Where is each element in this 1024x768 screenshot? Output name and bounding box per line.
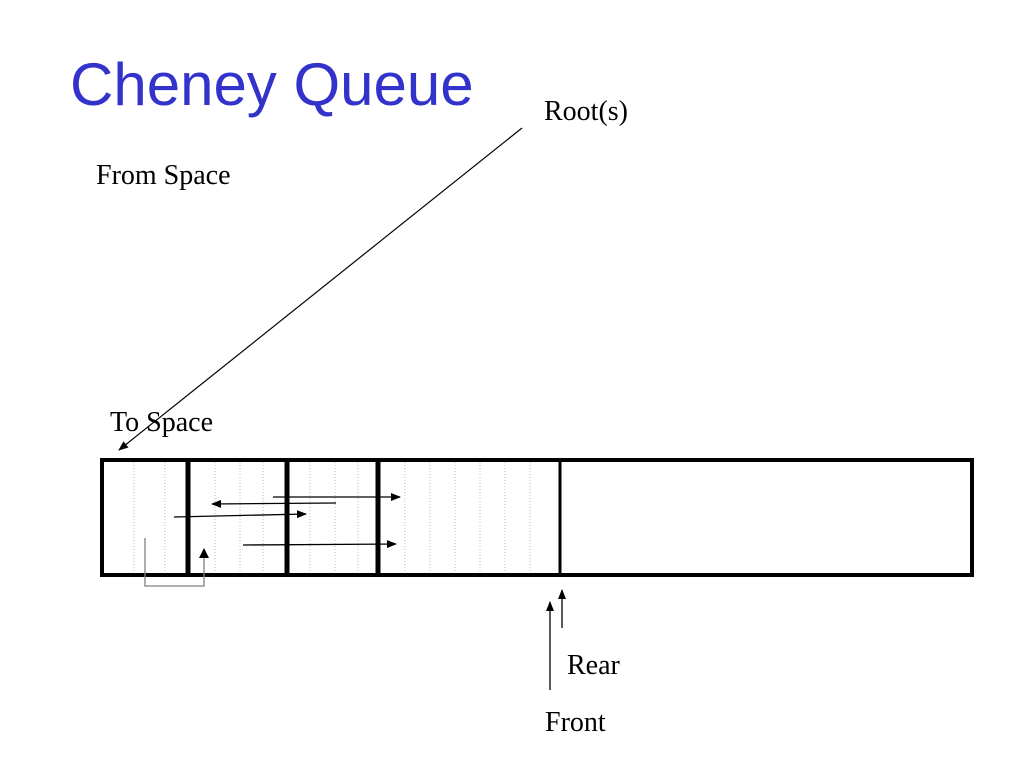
to-space-label: To Space: [110, 407, 214, 438]
bracket-arrowhead: [199, 548, 209, 558]
from-space-label: From Space: [96, 160, 231, 191]
pointer-arrow-1: [211, 499, 337, 508]
rear-label: Rear: [567, 650, 620, 681]
root-pointer-arrow: [118, 127, 523, 451]
pointer-arrow-4: [242, 540, 397, 549]
slot-dividers: [133, 462, 531, 573]
front-label: Front: [545, 707, 606, 738]
slide-title: Cheney Queue: [70, 51, 474, 118]
to-space-box: [100, 458, 974, 577]
pointer-arrow-3: [173, 510, 307, 519]
roots-label: Root(s): [544, 96, 628, 127]
bracket-pointer-arrow: [144, 538, 205, 587]
object-boundaries: [185, 460, 381, 575]
